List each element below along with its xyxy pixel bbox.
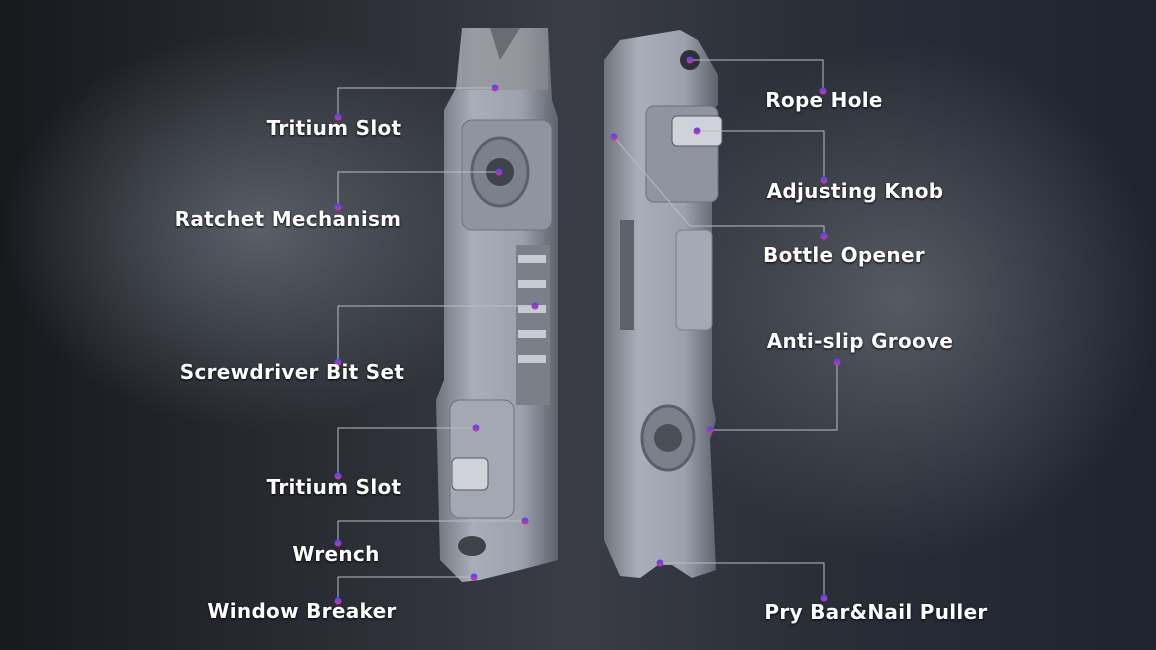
left-tool-front-view [436, 28, 558, 582]
callout-label: Ratchet Mechanism [174, 207, 402, 231]
callout-dot [706, 426, 714, 434]
callout-dot [521, 517, 529, 525]
callout-line [710, 362, 838, 431]
callout-line [697, 130, 825, 180]
right-tool-back-view [604, 30, 723, 578]
callout-line [337, 171, 499, 207]
callout-dot [531, 302, 539, 310]
callout-label: Pry Bar&Nail Puller [764, 600, 988, 624]
callout-label: Screwdriver Bit Set [179, 360, 405, 384]
callout-line [337, 427, 476, 476]
callout-line [613, 136, 825, 236]
callout-label: Tritium Slot [266, 475, 402, 499]
callout-line [337, 87, 495, 117]
callout-dot [833, 358, 841, 366]
callout-dot [820, 232, 828, 240]
callout-line [660, 562, 825, 598]
callout-label: Window Breaker [207, 599, 397, 623]
callout-dot [334, 113, 342, 121]
callout-line [690, 59, 824, 91]
callout-dot [610, 133, 618, 141]
callout-label: Tritium Slot [266, 116, 402, 140]
callout-label: Adjusting Knob [766, 179, 944, 203]
callout-line [337, 520, 525, 543]
callout-line [337, 305, 535, 362]
callout-label: Anti-slip Groove [766, 329, 954, 353]
callout-dot [334, 539, 342, 547]
callout-dot [334, 203, 342, 211]
callout-dot [820, 594, 828, 602]
callout-dot [491, 84, 499, 92]
callout-dot [470, 573, 478, 581]
callout-dot [656, 559, 664, 567]
callout-dot [495, 168, 503, 176]
callout-dot [686, 56, 694, 64]
callout-dot [334, 358, 342, 366]
callout-label: Bottle Opener [763, 243, 925, 267]
callout-dot [820, 176, 828, 184]
callout-label: Wrench [292, 542, 380, 566]
callout-dot [334, 472, 342, 480]
callout-dot [819, 87, 827, 95]
callout-label: Rope Hole [765, 88, 883, 112]
callout-dot [472, 424, 480, 432]
callout-dot [693, 127, 701, 135]
callout-dot [334, 597, 342, 605]
callout-line [337, 576, 474, 601]
